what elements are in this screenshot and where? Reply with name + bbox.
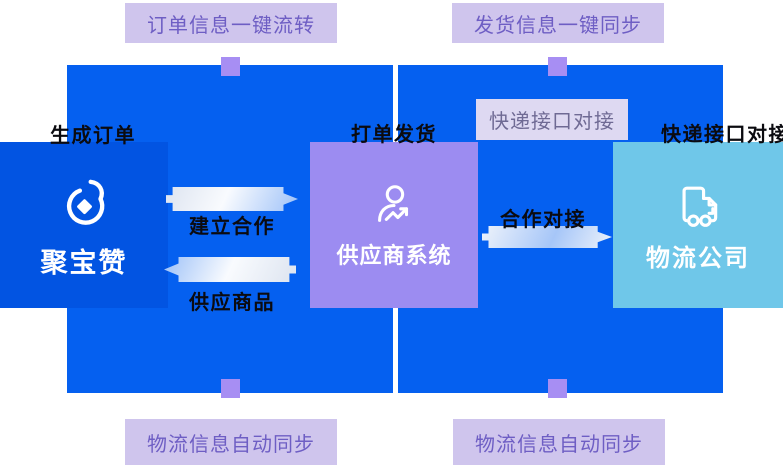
caption-logistics-sync-right: 物流信息自动同步: [453, 419, 665, 465]
node-supplier-label: 供应商系统: [336, 243, 452, 268]
caption-logistics-sync-left: 物流信息自动同步: [125, 419, 337, 465]
edge-label-establish-cooperation: 建立合作: [189, 216, 275, 238]
edge-label-supply-goods: 供应商品: [189, 292, 275, 314]
express-api-badge: 快递接口对接: [476, 99, 628, 140]
arrow-establish-right: [166, 187, 298, 211]
arrow-supply-left: [164, 257, 296, 282]
connector-square-top-left: [221, 57, 240, 76]
node-jubaozan: 聚宝赞: [0, 142, 168, 308]
supplier-person-trend-icon: [369, 180, 419, 230]
edge-label-express-api: 快递接口对接: [661, 124, 783, 146]
edge-label-print-and-ship: 打单发货: [351, 124, 437, 146]
node-jubaozan-label: 聚宝赞: [40, 247, 128, 278]
arrow-cooperate-right: [482, 226, 612, 248]
connector-square-top-right: [548, 57, 567, 76]
node-logistics-label: 物流公司: [646, 244, 750, 272]
delivery-truck-icon: [672, 178, 724, 230]
caption-order-sync: 订单信息一键流转: [125, 3, 337, 43]
node-supplier-system: 供应商系统: [310, 142, 478, 308]
edge-label-generate-order: 生成订单: [50, 125, 136, 147]
node-logistics-company: 物流公司: [613, 142, 783, 308]
connector-square-bottom-left: [221, 379, 240, 398]
caption-shipping-sync: 发货信息一键同步: [452, 3, 664, 43]
connector-square-bottom-right: [548, 379, 567, 398]
jubaozan-logo-icon: [53, 171, 115, 233]
edge-label-cooperation-connect: 合作对接: [500, 209, 586, 231]
